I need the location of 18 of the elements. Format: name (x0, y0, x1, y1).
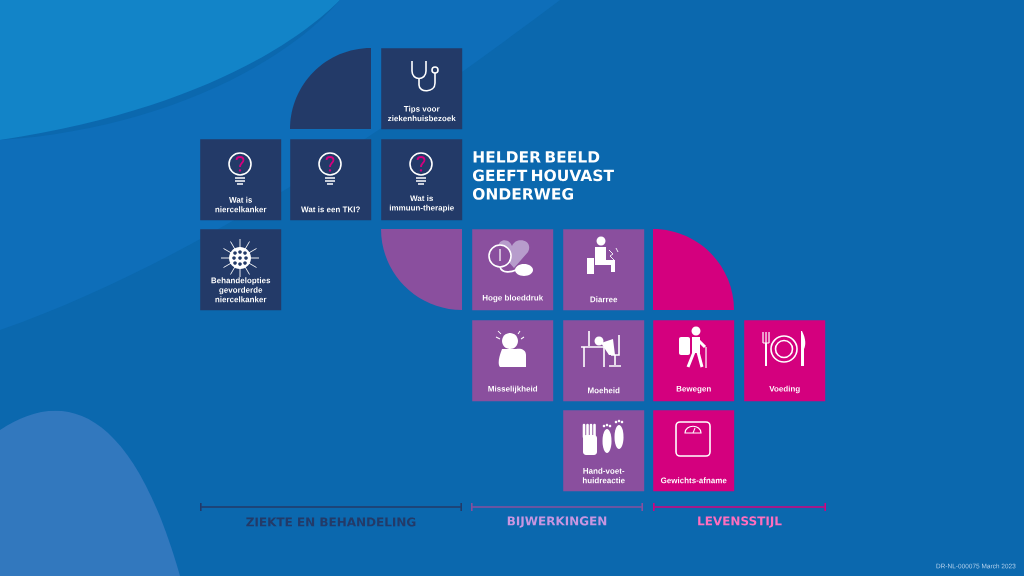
topic-tile: Misselijkheid (472, 320, 554, 402)
topic-tile: Bewegen (653, 320, 735, 402)
topic-tile: Moeheid (563, 320, 645, 402)
category-label: ZIEKTE EN BEHANDELING (246, 517, 416, 527)
quarter-circle-tile (653, 229, 734, 310)
topic-tile: Voeding (744, 320, 826, 402)
topic-tile: Diarree (563, 229, 645, 311)
quarter-circle-tile (381, 229, 462, 310)
category-label: BIJWERKINGEN (507, 516, 607, 528)
topic-tile: Gewichts-afname (653, 410, 735, 492)
topic-tile: Wat is niercelkanker (200, 139, 282, 221)
title: HELDER BEELD GEEFT HOUVAST ONDERWEG (473, 151, 614, 200)
topic-tile: Wat is een TKI? (290, 139, 372, 221)
quarter-circle-tile (290, 48, 371, 129)
category-label: LEVENSSTIJL (698, 516, 782, 528)
topic-tile: Tips voor ziekenhuisbezoek (381, 48, 463, 130)
topic-tile: Wat is immuun-therapie (381, 139, 463, 221)
topic-tile: Behandelopties gevorderde niercelkanker (200, 229, 282, 311)
